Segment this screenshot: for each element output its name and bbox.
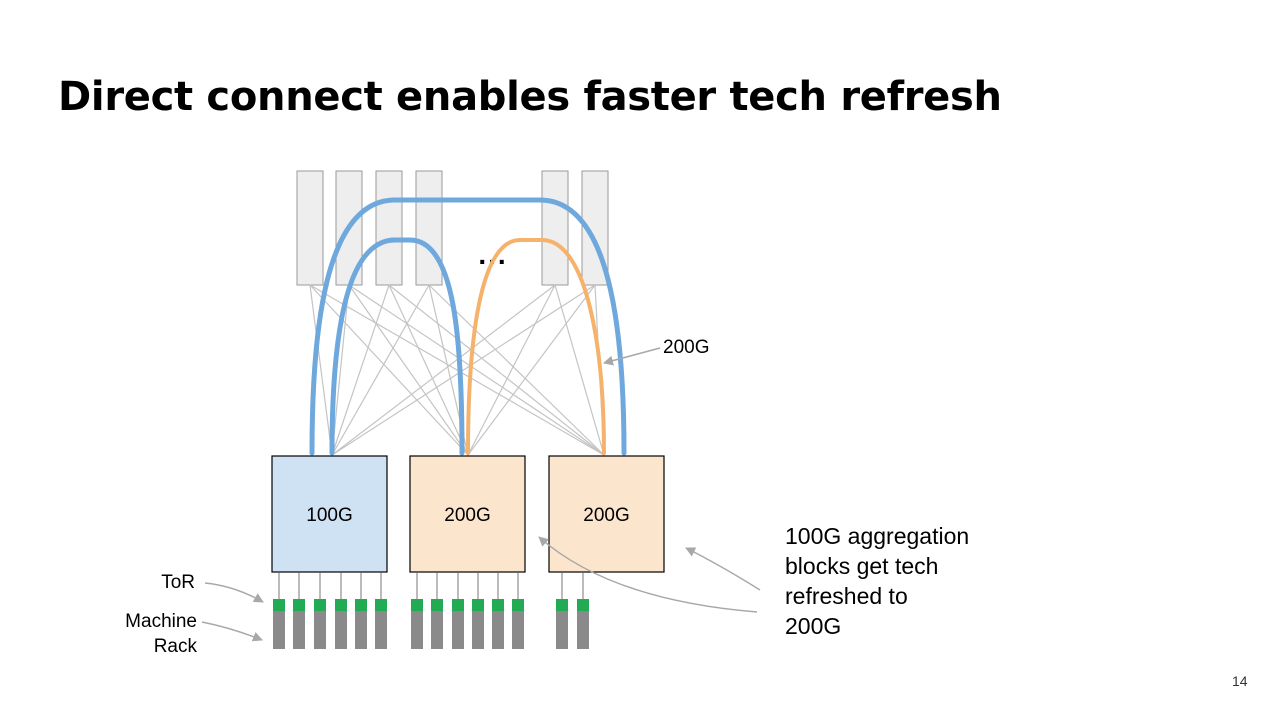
machine-rack [452,611,464,649]
machine-rack [375,611,387,649]
tor-switch [293,599,305,611]
machine-rack [512,611,524,649]
machine-rack [273,611,285,649]
machine-rack [293,611,305,649]
callout-line: refreshed to [785,583,908,609]
tor-switch [375,599,387,611]
link-label-arrow [603,347,661,366]
spine-switch [375,170,403,286]
machine-rack [335,611,347,649]
callout-text: 100G aggregation blocks get tech refresh… [785,521,969,641]
tor-switch [314,599,326,611]
ellipsis-text: ... [478,239,507,270]
block-label: 200G [583,505,629,526]
machine-rack [355,611,367,649]
spine-switches [296,170,609,286]
machine-rack-label-arrow [201,621,263,642]
link-label-200g: 200G [663,337,709,358]
callout-line: blocks get tech [785,553,939,579]
callout-line: 100G aggregation [785,523,970,549]
machine-rack [314,611,326,649]
spine-switch [415,170,443,286]
direct-link-100g-outer [309,197,627,456]
tor-switch [472,599,484,611]
machine-rack [431,611,443,649]
machine-rack [411,611,423,649]
machine-rack-label-line1: Machine [125,611,197,632]
block-label: 200G [444,505,490,526]
tor-label-arrow [204,582,264,603]
tor-switch [556,599,568,611]
spine-switch [541,170,569,286]
callout-arrow-block-3 [685,547,761,591]
aggregation-block: 200G [409,455,526,573]
tor-switch [355,599,367,611]
aggregation-block: 200G [548,455,665,573]
tor-switch [492,599,504,611]
spine-switch [296,170,324,286]
tor-switch [335,599,347,611]
machine-rack-label-line2: Rack [154,636,198,657]
callout-line: 200G [785,613,842,639]
mesh-links [309,284,605,456]
direct-link-200g [466,238,606,455]
tor-switch [577,599,589,611]
callout-arrow-block-2 [538,536,758,613]
tor-switch [431,599,443,611]
tor-switch [411,599,423,611]
tor-label: ToR [161,572,195,593]
tor-switch [512,599,524,611]
direct-link-100g-inner [329,237,465,456]
tor-switch [273,599,285,611]
tor-switch [452,599,464,611]
slide-title: Direct connect enables faster tech refre… [58,74,1002,120]
machine-racks [273,573,589,649]
machine-rack [492,611,504,649]
block-label: 100G [306,505,352,526]
machine-rack [556,611,568,649]
machine-rack [577,611,589,649]
page-number: 14 [1232,673,1248,689]
machine-rack [472,611,484,649]
aggregation-block: 100G [271,455,388,573]
